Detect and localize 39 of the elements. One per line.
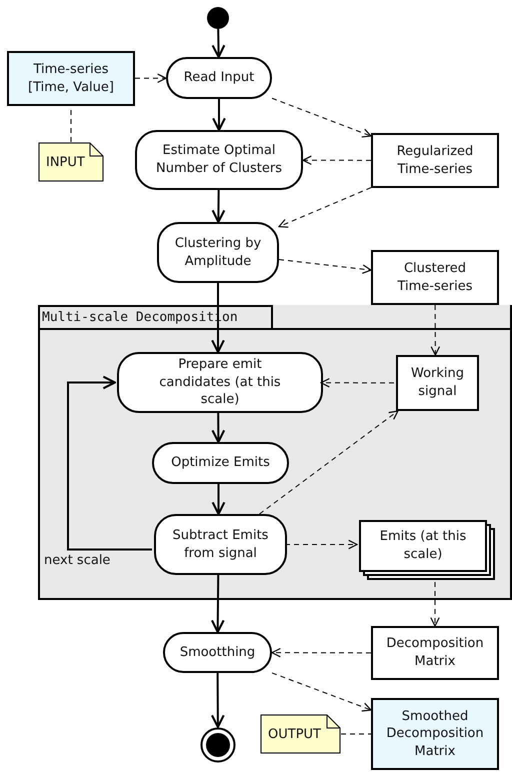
flow-arrow xyxy=(211,413,226,444)
flow-arrow xyxy=(212,28,226,58)
dashed-arrow xyxy=(258,410,398,514)
flow-arrow xyxy=(212,99,226,132)
dashed-arrow xyxy=(278,187,372,228)
note-text: OUTPUT xyxy=(268,726,321,742)
edge-label: next scale xyxy=(44,552,110,568)
action-node: Read Input xyxy=(166,57,272,99)
dashed-arrow xyxy=(278,259,372,274)
object-box: Working signal xyxy=(396,355,479,411)
dashed-arrow xyxy=(430,304,440,356)
object-box: Decomposition Matrix xyxy=(371,626,499,680)
dashed-arrow xyxy=(272,672,372,712)
object-box: Clustered Time-series xyxy=(371,250,499,305)
dashed-arrow xyxy=(134,73,167,83)
action-node: Smootthing xyxy=(163,632,272,673)
dashed-arrow xyxy=(430,582,440,627)
object-box: Smoothed Decomposition Matrix xyxy=(371,698,499,770)
flow-arrow xyxy=(212,190,226,224)
action-node: Prepare emit candidates (at this scale) xyxy=(117,352,323,413)
group-frame xyxy=(38,305,512,600)
object-box: Emits (at this scale) xyxy=(359,520,487,572)
dashed-arrow xyxy=(302,155,372,165)
action-node: Optimize Emits xyxy=(152,442,289,484)
object-box: Time-series [Time, Value] xyxy=(7,51,135,106)
dashed-arrow xyxy=(271,648,372,658)
flow-arrow xyxy=(210,574,225,634)
flow-arrow xyxy=(212,484,226,516)
flow-arrow xyxy=(67,376,152,550)
dashed-arrow xyxy=(284,540,358,550)
action-node: Clustering by Amplitude xyxy=(157,222,279,283)
flow-arrow xyxy=(210,673,225,728)
dashed-arrow xyxy=(272,98,372,138)
dashed-arrow xyxy=(320,378,394,388)
flow-arrow xyxy=(211,283,225,354)
action-node: Subtract Emits from signal xyxy=(154,514,287,575)
action-node: Estimate Optimal Number of Clusters xyxy=(135,130,303,190)
note-text: INPUT xyxy=(46,154,85,170)
object-box: Regularized Time-series xyxy=(371,133,499,188)
